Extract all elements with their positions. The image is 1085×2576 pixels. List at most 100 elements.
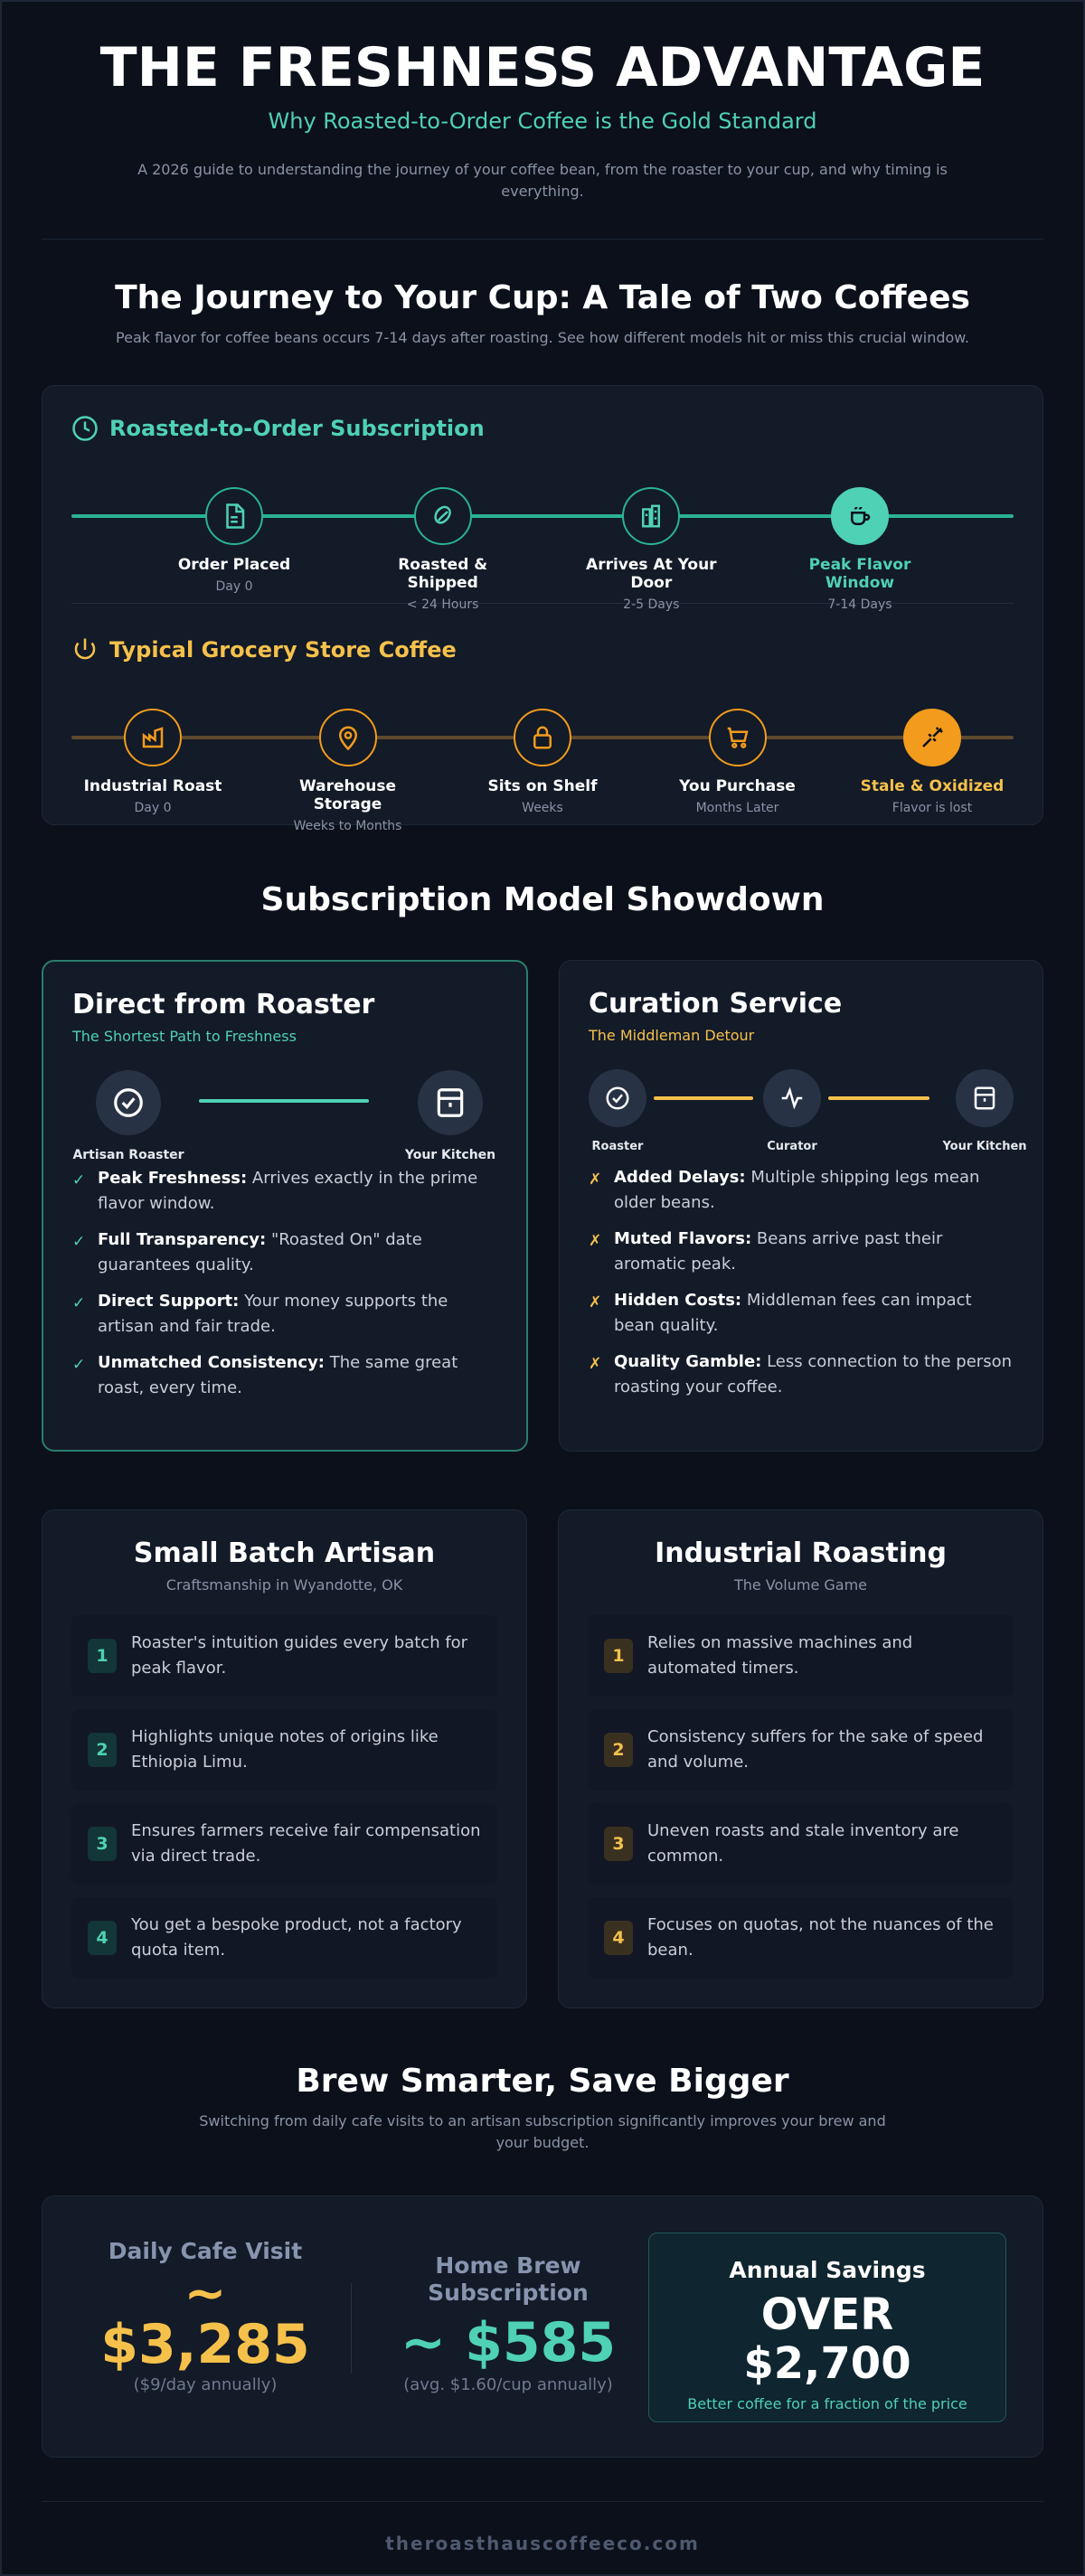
check-icon: ✓ [72, 1356, 86, 1374]
flow-node: Artisan Roaster [72, 1070, 184, 1162]
roasted-step: Roasted & Shipped < 24 Hours [362, 462, 524, 612]
savings-amount: $2,700 [743, 2338, 911, 2389]
cross-icon: ✗ [589, 1170, 602, 1189]
cross-icon: ✗ [589, 1232, 602, 1250]
map-pin-icon [318, 709, 377, 766]
document-icon [205, 487, 263, 545]
brew-header: Brew Smarter, Save Bigger Switching from… [42, 2063, 1043, 2154]
direct-tagline: The Shortest Path to Freshness [72, 1028, 297, 1045]
cafe-heading: Daily Cafe Visit [108, 2238, 303, 2264]
curation-tagline: The Middleman Detour [589, 1027, 755, 1044]
step-label: Warehouse Storage [298, 777, 397, 813]
step-time: Flavor is lost [892, 801, 973, 815]
grocery-timeline: Industrial Roast Day 0 Warehouse Storage… [71, 683, 1014, 833]
list-item: 2 Highlights unique notes of origins like… [71, 1709, 497, 1791]
roasted-step: Order Placed Day 0 [153, 462, 316, 594]
grocery-step: Stale & Oxidized Flavor is lost [851, 683, 1014, 815]
showdown-cards: Direct from Roaster The Shortest Path to… [42, 960, 1043, 1452]
flow-node-label: Artisan Roaster [72, 1148, 184, 1162]
flow-node: Curator [763, 1069, 821, 1153]
roasted-timeline-line [71, 514, 1014, 518]
hero: THE FRESHNESS ADVANTAGE Why Roasted-to-O… [42, 2, 1043, 202]
item-text: Ensures farmers receive fair compensatio… [131, 1821, 481, 1866]
home-amount: ~ $585 [400, 2311, 617, 2374]
curation-points: ✗Added Delays: Multiple shipping legs me… [589, 1165, 1014, 1400]
item-text: Consistency suffers for the sake of spee… [647, 1727, 984, 1772]
list-item: 1 Relies on massive machines and automate… [588, 1615, 1014, 1697]
item-number: 2 [88, 1733, 117, 1767]
industrial-title: Industrial Roasting [655, 1537, 947, 1569]
direct-title: Direct from Roaster [72, 989, 375, 1020]
flow-node: Your Kitchen [403, 1070, 497, 1162]
step-label: Arrives At Your Door [586, 556, 717, 592]
step-label: Peak Flavor Window [808, 556, 911, 592]
flow-node-label: Roaster [591, 1140, 644, 1153]
journey-subtitle: Peak flavor for coffee beans occurs 7-14… [116, 329, 969, 346]
journey-title: The Journey to Your Cup: A Tale of Two C… [115, 279, 970, 316]
coffee-bean-icon [413, 487, 472, 545]
step-time: Weeks to Months [293, 819, 402, 833]
cross-icon: ✗ [589, 1293, 602, 1312]
grocery-step: Sits on Shelf Weeks [461, 683, 624, 815]
cafe-note: ($9/day annually) [133, 2375, 278, 2394]
divider [71, 603, 1014, 604]
list-item: 2 Consistency suffers for the sake of spe… [588, 1709, 1014, 1791]
comparison-cards: Small Batch Artisan Craftsmanship in Wya… [42, 1509, 1043, 2008]
brew-subtitle: Switching from daily cafe visits to an a… [199, 2112, 886, 2151]
cross-icon: ✗ [589, 1355, 602, 1373]
item-number: 4 [604, 1921, 633, 1955]
flow-node-label: Your Kitchen [404, 1148, 496, 1162]
check-icon: ✓ [72, 1171, 86, 1189]
direct-card: Direct from Roaster The Shortest Path to… [42, 960, 528, 1452]
step-label: Order Placed [177, 556, 291, 574]
step-time: 2-5 Days [623, 597, 680, 612]
flow-node-label: Curator [767, 1140, 817, 1153]
step-time: < 24 Hours [406, 597, 479, 612]
step-time: Day 0 [215, 579, 253, 594]
check-icon: ✓ [72, 1233, 86, 1251]
page-subtitle: Why Roasted-to-Order Coffee is the Gold … [268, 108, 817, 134]
flow-node: Roaster [589, 1069, 646, 1153]
kitchen-icon [418, 1070, 483, 1135]
curation-title: Curation Service [589, 988, 843, 1020]
roasted-step: Peak Flavor Window 7-14 Days [778, 462, 941, 612]
list-item: ✗Hidden Costs: Middleman fees can impact… [589, 1288, 1014, 1339]
activity-icon [763, 1069, 821, 1127]
showdown-title: Subscription Model Showdown [260, 881, 825, 918]
step-label: Industrial Roast [83, 777, 222, 795]
flow-line [828, 1096, 929, 1100]
lock-icon [514, 709, 571, 766]
item-text: Relies on massive machines and automated… [647, 1633, 913, 1678]
step-label: Roasted & Shipped [398, 556, 488, 592]
showdown-header: Subscription Model Showdown [42, 881, 1043, 918]
roasted-heading: Roasted-to-Order Subscription [71, 415, 1014, 442]
artisan-card: Small Batch Artisan Craftsmanship in Wya… [42, 1509, 527, 2008]
flow-node: Your Kitchen [941, 1069, 1028, 1153]
check-circle-icon [589, 1069, 646, 1127]
delivery-box-icon [622, 487, 681, 545]
broken-wand-icon [903, 709, 961, 766]
item-number: 2 [604, 1733, 633, 1767]
clock-icon [72, 416, 98, 441]
check-circle-icon [96, 1070, 161, 1135]
step-time: Day 0 [134, 801, 172, 815]
item-number: 3 [88, 1827, 117, 1861]
list-item: 3 Uneven roasts and stale inventory are c… [588, 1803, 1014, 1885]
item-text: Uneven roasts and stale inventory are co… [647, 1821, 959, 1866]
cafe-tilde: ~ [184, 2264, 227, 2323]
flow-node-label: Your Kitchen [942, 1140, 1027, 1153]
item-number: 1 [88, 1639, 117, 1673]
grocery-heading-label: Typical Grocery Store Coffee [109, 637, 457, 663]
savings-card: Daily Cafe Visit ~ $3,285 ($9/day annual… [42, 2195, 1043, 2458]
item-text: Highlights unique notes of origins like … [131, 1727, 439, 1772]
savings-note: Better coffee for a fraction of the pric… [687, 2395, 967, 2412]
item-number: 1 [604, 1639, 633, 1673]
page-description: A 2026 guide to understanding the journe… [137, 161, 948, 200]
list-item: ✗Muted Flavors: Beans arrive past their … [589, 1227, 1014, 1277]
grocery-step: Industrial Roast Day 0 [71, 683, 234, 815]
grocery-step: You Purchase Months Later [656, 683, 819, 815]
item-number: 3 [604, 1827, 633, 1861]
step-time: 7-14 Days [827, 597, 892, 612]
list-item: ✗Added Delays: Multiple shipping legs me… [589, 1165, 1014, 1216]
